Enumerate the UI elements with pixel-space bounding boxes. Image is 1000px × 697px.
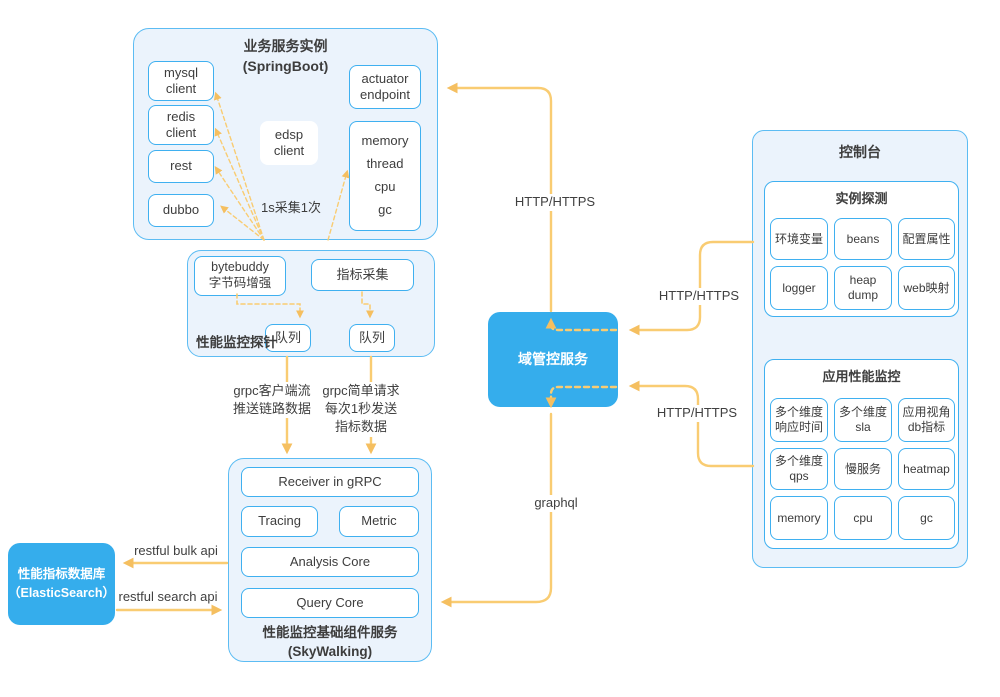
label-search-api: restful search api (118, 589, 218, 604)
cell-logger: logger (770, 266, 828, 310)
label-graphql: graphql (527, 495, 585, 512)
label-http-bottom: HTTP/HTTPS (650, 405, 744, 422)
node-query-core: Query Core (241, 588, 419, 618)
node-actuator-endpoint: actuator endpoint (349, 65, 421, 109)
edge-collect-to-metrics (327, 169, 350, 241)
edge-probe-to-redis (214, 127, 265, 241)
node-redis-client: redis client (148, 105, 214, 145)
edge-graphql-to-query (440, 412, 553, 608)
instance-probe-section: 实例探测 环境变量 beans 配置属性 logger heap dump we… (764, 181, 959, 317)
cell-web-mapping: web映射 (898, 266, 955, 310)
node-dubbo: dubbo (148, 194, 214, 227)
cell-beans: beans (834, 218, 892, 260)
console-title: 控制台 (839, 144, 881, 160)
cell-qps: 多个维度 qps (770, 448, 828, 490)
instance-probe-title: 实例探测 (835, 191, 888, 206)
cell-sla: 多个维度 sla (834, 398, 892, 442)
node-edsp-client: edsp client (260, 121, 318, 165)
node-bytebuddy: bytebuddy 字节码增强 (194, 256, 286, 296)
label-bulk-api: restful bulk api (134, 543, 218, 558)
skywalking-label: 性能监控基础组件服务 (SkyWalking) (262, 625, 398, 659)
edge-domain-to-actuator (446, 82, 553, 313)
metric-gc: gc (378, 202, 392, 218)
cell-resp-time: 多个维度 响应时间 (770, 398, 828, 442)
cell-slow-service: 慢服务 (834, 448, 892, 490)
metric-memory: memory (361, 133, 409, 149)
node-analysis-core: Analysis Core (241, 547, 419, 577)
node-elasticsearch: 性能指标数据库 （ElasticSearch） (8, 543, 115, 625)
edge-collect-to-queue2 (361, 291, 374, 319)
label-grpc-stream: grpc客户端流 推送链路数据 (226, 382, 318, 419)
node-receiver-grpc: Receiver in gRPC (241, 467, 419, 497)
cell-db-metrics: 应用视角 db指标 (898, 398, 955, 442)
metric-thread: thread (366, 156, 404, 172)
label-http-mid: HTTP/HTTPS (652, 288, 746, 305)
edge-probe-to-rest (214, 166, 265, 241)
label-grpc-simple: grpc简单请求 每次1秒发送 指标数据 (316, 382, 406, 437)
node-queue-2: 队列 (349, 324, 395, 352)
probe-panel: bytebuddy 字节码增强 指标采集 队列 队列 性能监控探针 (187, 250, 435, 357)
springboot-panel: 业务服务实例 (SpringBoot) mysql client redis c… (133, 28, 438, 240)
skywalking-panel: Receiver in gRPC Tracing Metric Analysis… (228, 458, 432, 662)
edge-console-to-domain-1 (628, 240, 755, 336)
edge-domain-internal-top (545, 317, 618, 332)
cell-heap-dump: heap dump (834, 266, 892, 310)
edge-console-to-domain-2 (628, 380, 755, 468)
node-metric-collect: 指标采集 (311, 259, 414, 291)
apm-section: 应用性能监控 多个维度 响应时间 多个维度 sla 应用视角 db指标 多个维度… (764, 359, 959, 549)
node-mysql-client: mysql client (148, 61, 214, 101)
cell-cpu: cpu (834, 496, 892, 540)
node-tracing: Tracing (241, 506, 318, 537)
cell-env-vars: 环境变量 (770, 218, 828, 260)
collect-rate-note: 1s采集1次 (261, 200, 321, 215)
cell-heatmap: heatmap (898, 448, 955, 490)
edge-probe-to-mysql (213, 91, 265, 241)
cell-memory: memory (770, 496, 828, 540)
apm-title: 应用性能监控 (822, 369, 901, 384)
cell-gc: gc (898, 496, 955, 540)
node-queue-1: 队列 (265, 324, 311, 352)
node-metric: Metric (339, 506, 419, 537)
cell-config-props: 配置属性 (898, 218, 955, 260)
node-jvm-metrics: memory thread cpu gc (349, 121, 421, 231)
springboot-title: 业务服务实例 (SpringBoot) (242, 38, 329, 74)
node-rest: rest (148, 150, 214, 183)
edge-domain-internal-bottom (545, 385, 618, 409)
edge-probe-to-dubbo (220, 205, 265, 241)
console-panel: 控制台 实例探测 环境变量 beans 配置属性 logger heap dum… (752, 130, 968, 568)
metric-cpu: cpu (374, 179, 396, 195)
label-http-top: HTTP/HTTPS (505, 194, 605, 211)
edge-bytebuddy-to-queue1 (236, 293, 304, 319)
probe-label: 性能监控探针 (196, 335, 277, 350)
